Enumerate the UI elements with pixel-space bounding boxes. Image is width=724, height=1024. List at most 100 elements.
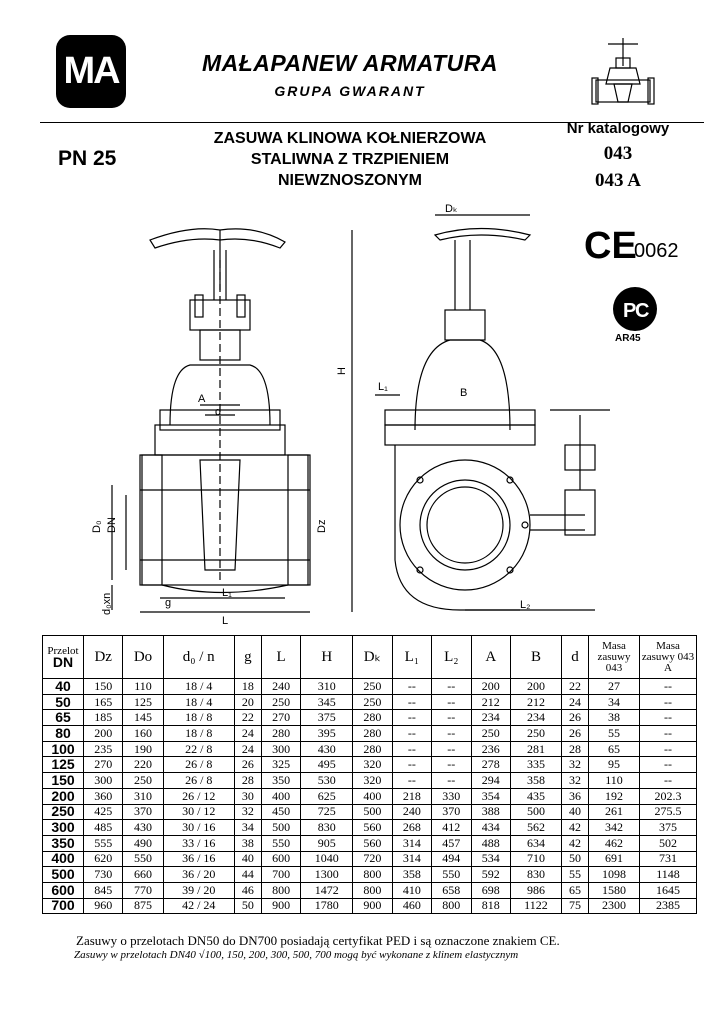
table-cell: 320 bbox=[352, 756, 393, 774]
table-cell: -- bbox=[391, 772, 433, 789]
table-cell: 300 bbox=[42, 819, 84, 836]
table-cell: 1780 bbox=[300, 897, 354, 915]
table-cell: 234 bbox=[509, 709, 562, 727]
table-cell: 350 bbox=[42, 834, 84, 852]
table-cell: 370 bbox=[122, 803, 164, 821]
col-dk: Dₖ bbox=[352, 635, 393, 679]
table-cell: 360 bbox=[82, 787, 124, 805]
table-cell: 358 bbox=[509, 772, 562, 789]
table-cell: 488 bbox=[470, 834, 511, 852]
label-d: d bbox=[215, 406, 221, 418]
table-cell: 600 bbox=[260, 850, 302, 868]
notified-body-number: 0062 bbox=[634, 240, 679, 262]
catalog-label: Nr katalogowy bbox=[566, 120, 670, 137]
table-cell: 875 bbox=[122, 897, 164, 915]
table-cell: 500 bbox=[352, 803, 393, 821]
table-cell: 65 bbox=[42, 709, 84, 727]
table-cell: 65 bbox=[560, 881, 590, 899]
table-cell: 430 bbox=[122, 819, 164, 836]
table-cell: 345 bbox=[300, 693, 354, 711]
table-cell: 358 bbox=[391, 866, 433, 883]
table-cell: -- bbox=[391, 756, 433, 774]
table-cell: 434 bbox=[470, 819, 511, 836]
table-cell: 462 bbox=[588, 834, 640, 852]
table-cell: 725 bbox=[300, 803, 354, 821]
table-cell: 425 bbox=[82, 803, 124, 821]
table-cell: 658 bbox=[431, 881, 472, 899]
table-cell: 125 bbox=[42, 756, 84, 774]
header-divider bbox=[40, 122, 704, 123]
table-cell: 731 bbox=[639, 850, 697, 868]
table-cell: 280 bbox=[260, 725, 302, 742]
table-cell: 710 bbox=[509, 850, 562, 868]
catalog-number-2: 043 A bbox=[595, 170, 641, 191]
table-cell: 830 bbox=[300, 819, 354, 836]
table-cell: 44 bbox=[233, 866, 262, 883]
table-cell: 250 bbox=[260, 693, 302, 711]
table-cell: -- bbox=[431, 725, 472, 742]
col-don: d₀ / n bbox=[162, 635, 235, 679]
table-cell: 55 bbox=[560, 866, 590, 883]
company-logo: MA bbox=[56, 35, 126, 108]
table-cell: -- bbox=[431, 740, 472, 758]
table-cell: 65 bbox=[588, 740, 640, 758]
table-cell: 24 bbox=[233, 725, 262, 742]
table-cell: 38 bbox=[588, 709, 640, 727]
table-cell: 320 bbox=[352, 772, 393, 789]
table-cell: 55 bbox=[588, 725, 640, 742]
table-cell: 250 bbox=[470, 725, 511, 742]
table-cell: 325 bbox=[260, 756, 302, 774]
table-cell: 18 / 4 bbox=[162, 693, 235, 711]
table-cell: 634 bbox=[509, 834, 562, 852]
table-cell: -- bbox=[639, 740, 697, 758]
table-cell: 200 bbox=[42, 787, 84, 805]
table-cell: 34 bbox=[588, 693, 640, 711]
table-cell: 410 bbox=[391, 881, 433, 899]
table-cell: 555 bbox=[82, 834, 124, 852]
table-cell: 40 bbox=[42, 678, 84, 695]
title-line-1: ZASUWA KLINOWA KOŁNIERZOWA bbox=[213, 130, 487, 147]
ce-mark-text: CE bbox=[584, 225, 637, 265]
table-cell: 550 bbox=[431, 866, 472, 883]
company-group: GRUPA GWARANT bbox=[274, 83, 426, 99]
table-cell: 342 bbox=[588, 819, 640, 836]
table-cell: 275.5 bbox=[639, 803, 697, 821]
table-cell: 24 bbox=[560, 693, 590, 711]
table-cell: 400 bbox=[42, 850, 84, 868]
table-cell: 212 bbox=[509, 693, 562, 711]
table-cell: 150 bbox=[42, 772, 84, 789]
table-cell: 250 bbox=[509, 725, 562, 742]
table-cell: 22 bbox=[560, 678, 590, 695]
table-cell: -- bbox=[391, 693, 433, 711]
product-title: ZASUWA KLINOWA KOŁNIERZOWA STALIWNA Z TR… bbox=[150, 128, 550, 191]
table-cell: 530 bbox=[300, 772, 354, 789]
table-cell: 18 bbox=[233, 678, 262, 695]
label-don: d₀xn bbox=[101, 593, 113, 615]
table-cell: 550 bbox=[122, 850, 164, 868]
table-cell: 240 bbox=[391, 803, 433, 821]
title-line-2: STALIWNA Z TRZPIENIEM bbox=[250, 151, 450, 168]
table-cell: 26 bbox=[233, 756, 262, 774]
table-cell: -- bbox=[431, 693, 472, 711]
col-mass-043: Masa zasuwy 043 bbox=[588, 635, 640, 679]
label-H: H bbox=[336, 367, 348, 375]
table-cell: 200 bbox=[509, 678, 562, 695]
table-cell: 46 bbox=[233, 881, 262, 899]
table-cell: 26 bbox=[560, 709, 590, 727]
table-cell: 830 bbox=[509, 866, 562, 883]
gate-valve-icon bbox=[591, 38, 655, 105]
table-cell: -- bbox=[391, 740, 433, 758]
table-cell: 50 bbox=[233, 897, 262, 915]
table-cell: 310 bbox=[122, 787, 164, 805]
table-cell: 268 bbox=[391, 819, 433, 836]
table-cell: 38 bbox=[233, 834, 262, 852]
table-cell: 270 bbox=[82, 756, 124, 774]
valve-technical-drawing: A d D₀ DN Dz d₀xn g L₁ L H Dₖ L₁ B L₂ bbox=[91, 203, 610, 627]
table-cell: 32 bbox=[233, 803, 262, 821]
